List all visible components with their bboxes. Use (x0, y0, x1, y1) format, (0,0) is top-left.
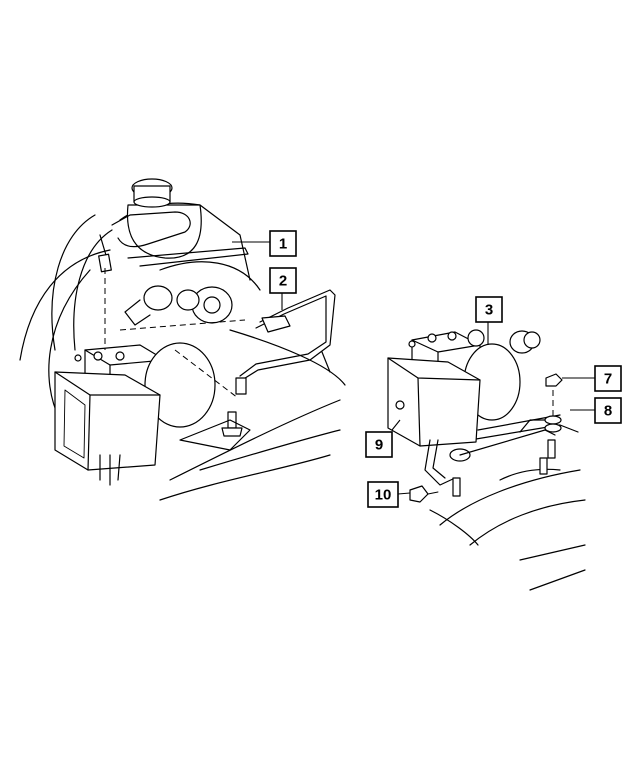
callout-2: 2 (269, 267, 297, 294)
master-cylinder (124, 285, 233, 326)
callout-9: 9 (365, 431, 393, 458)
callout-2-label: 2 (279, 273, 287, 290)
callout-7: 7 (594, 365, 622, 392)
abs-module-right (387, 329, 541, 447)
callout-3-label: 3 (485, 302, 493, 319)
callout-7-label: 7 (604, 371, 612, 388)
callout-1: 1 (269, 230, 297, 257)
callout-3: 3 (475, 296, 503, 323)
callout-10: 10 (367, 481, 399, 508)
callout-10-label: 10 (375, 487, 392, 504)
left-assembly (19, 178, 346, 501)
callout-1-label: 1 (279, 236, 287, 253)
abs-module-left (54, 342, 216, 471)
right-assembly (387, 329, 586, 591)
callout-8: 8 (594, 397, 622, 424)
callout-8-label: 8 (604, 403, 612, 420)
callout-9-label: 9 (375, 437, 383, 454)
